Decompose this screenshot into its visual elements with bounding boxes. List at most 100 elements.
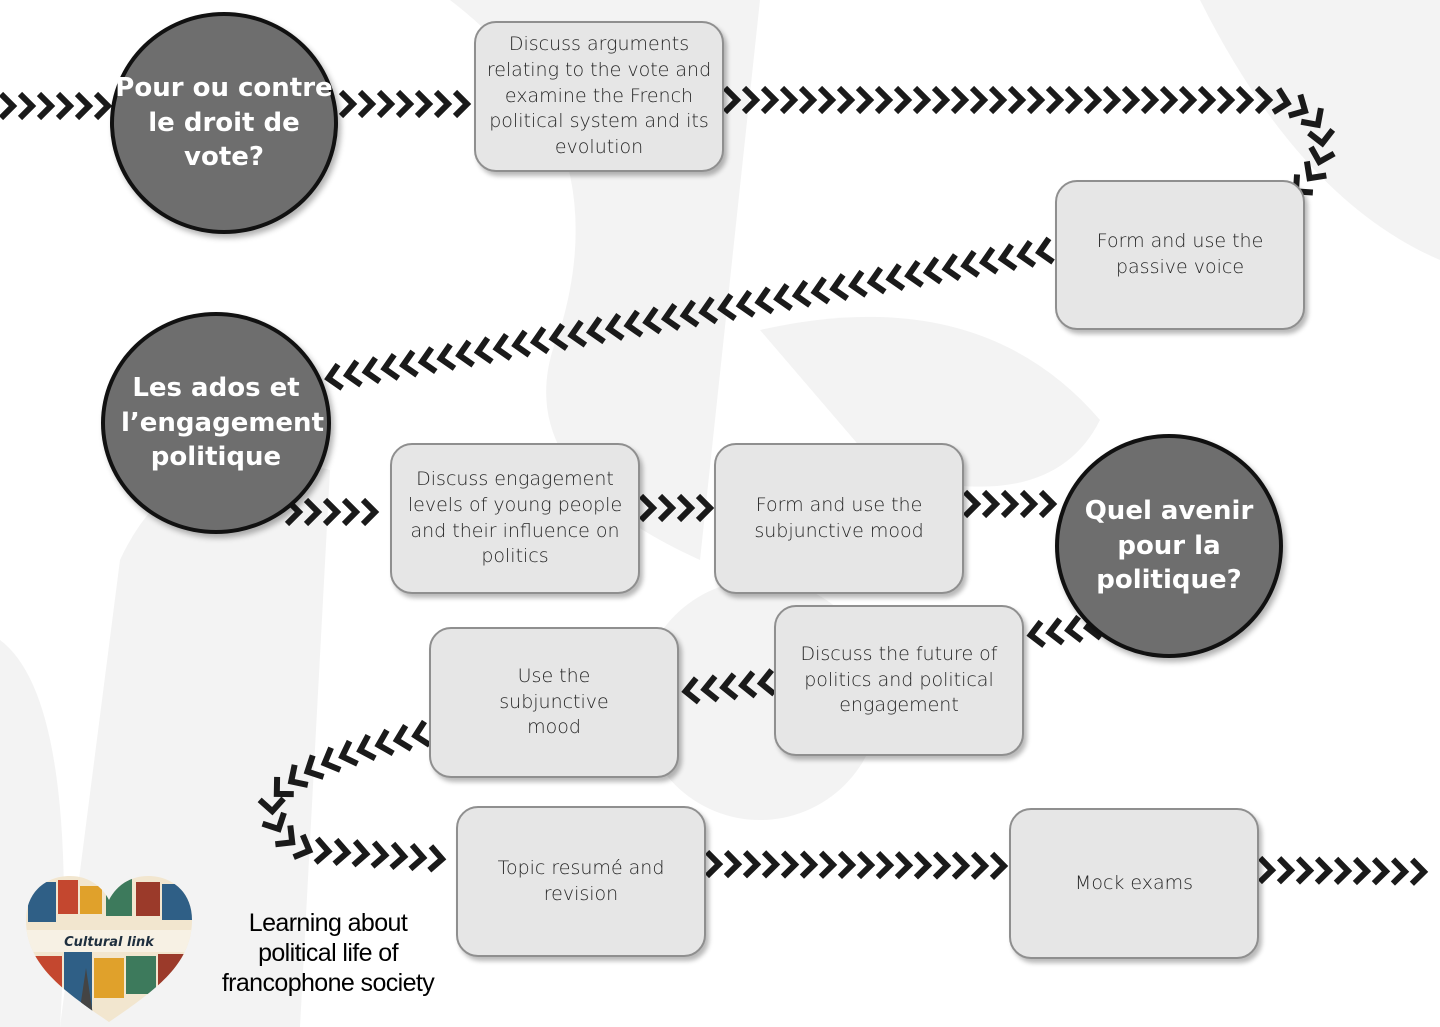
chevron-arrow-icon — [1271, 87, 1292, 115]
chevron-arrow-icon — [357, 89, 377, 119]
chevron-arrow-icon — [313, 836, 333, 865]
chevron-arrow-icon — [1254, 85, 1274, 115]
chevron-arrow-icon — [756, 668, 777, 697]
chevron-arrow-icon — [455, 339, 475, 368]
theme-circle-vote: Pour ou contre le droit de vote? — [110, 12, 338, 234]
chevron-arrow-icon — [436, 342, 457, 371]
chevron-arrow-icon — [913, 851, 933, 880]
chevron-arrow-icon — [1235, 85, 1255, 115]
chevron-arrow-icon — [962, 489, 982, 519]
step-box-revision: Topic resumé and revision — [456, 806, 706, 957]
chevron-arrow-icon — [529, 326, 550, 355]
chevron-arrow-icon — [932, 851, 952, 880]
chevron-arrow-icon — [799, 850, 819, 879]
chevron-arrow-icon — [1371, 857, 1391, 886]
chevron-arrow-icon — [93, 91, 113, 121]
chevron-arrow-icon — [1064, 85, 1084, 115]
chevron-arrow-icon — [341, 497, 361, 527]
step-text: Form and use the subjunctive mood — [754, 493, 924, 542]
theme-vote-label: Pour ou contre le droit de vote? — [115, 73, 333, 173]
chevron-arrow-icon — [417, 346, 438, 375]
step-box-mock-exams: Mock exams — [1009, 808, 1259, 959]
chevron-arrow-icon — [292, 833, 314, 860]
step-text: Use the subjunctive mood — [499, 664, 609, 739]
chevron-arrow-icon — [1016, 239, 1037, 268]
chevron-arrow-icon — [1178, 85, 1198, 115]
theme-circle-ados: Les ados et l’engagement politique — [101, 312, 331, 534]
chevron-arrow-icon — [978, 246, 999, 275]
chevron-arrow-icon — [893, 85, 913, 115]
chevron-arrow-icon — [433, 89, 453, 119]
chevron-arrow-icon — [1307, 128, 1336, 148]
chevron-arrow-icon — [320, 746, 342, 773]
chevron-arrow-icon — [773, 283, 793, 311]
step-box-subjunctive-form: Form and use the subjunctive mood — [714, 443, 964, 594]
chevron-arrow-icon — [1197, 85, 1217, 115]
chevron-arrow-icon — [55, 91, 75, 121]
chevron-arrow-icon — [931, 85, 951, 115]
chevron-arrow-icon — [1303, 160, 1327, 182]
chevron-arrow-icon — [874, 85, 894, 115]
chevron-arrow-icon — [695, 493, 715, 523]
chevron-arrow-icon — [723, 850, 743, 879]
chevron-arrow-icon — [1333, 856, 1353, 885]
step-text: Mock exams — [1074, 871, 1194, 894]
chevron-arrow-icon — [275, 825, 296, 848]
chevron-arrow-icon — [1308, 145, 1336, 167]
chevron-arrow-icon — [735, 289, 756, 318]
chevron-arrow-icon — [638, 493, 658, 523]
chevron-arrow-icon — [1314, 856, 1334, 885]
chevron-arrow-icon — [676, 493, 696, 523]
chevron-arrow-icon — [836, 85, 856, 115]
chevron-arrow-icon — [866, 266, 887, 295]
chevron-arrow-icon — [414, 89, 434, 119]
chevron-arrow-icon — [1352, 856, 1372, 886]
chevron-arrow-icon — [988, 85, 1008, 115]
step-box-future-politics: Discuss the future of politics and polit… — [774, 605, 1024, 756]
chevron-arrow-icon — [492, 332, 513, 361]
chevron-arrow-icon — [1121, 85, 1141, 115]
chevron-arrow-icon — [642, 306, 663, 335]
chevron-arrow-icon — [74, 91, 94, 121]
chevron-arrow-icon — [376, 89, 396, 119]
chevron-arrow-icon — [1026, 619, 1046, 648]
chevron-arrow-icon — [1257, 855, 1277, 885]
chevron-arrow-icon — [704, 849, 724, 879]
chevron-arrow-icon — [273, 776, 294, 798]
chevron-arrow-icon — [1045, 85, 1065, 115]
chevron-arrow-icon — [941, 253, 962, 282]
chevron-arrow-icon — [698, 296, 719, 325]
chevron-arrow-icon — [1064, 614, 1084, 643]
chevron-arrow-icon — [389, 841, 409, 870]
chevron-arrow-icon — [1045, 617, 1065, 646]
chevron-arrow-icon — [829, 273, 850, 301]
chevron-arrow-icon — [717, 293, 737, 321]
chevron-arrow-icon — [1216, 85, 1236, 115]
chevron-arrow-icon — [380, 352, 401, 381]
chevron-arrow-icon — [855, 85, 875, 115]
chevron-arrow-icon — [760, 85, 780, 115]
chevron-arrow-icon — [473, 336, 494, 365]
chevron-arrow-icon — [361, 356, 382, 385]
chevron-arrow-icon — [0, 91, 18, 121]
chevron-arrow-icon — [981, 489, 1001, 519]
chevron-arrow-icon — [810, 276, 831, 305]
cultural-link-logo: Cultural link — [26, 876, 192, 1022]
chevron-arrow-icon — [660, 303, 681, 331]
chevron-arrow-icon — [411, 719, 432, 748]
chevron-arrow-icon — [370, 840, 390, 869]
chevron-arrow-icon — [360, 497, 380, 527]
chevron-arrow-icon — [779, 85, 799, 115]
chevron-arrow-icon — [885, 263, 906, 292]
chevron-arrow-icon — [780, 850, 800, 879]
chevron-arrow-icon — [1083, 85, 1103, 115]
chevron-arrow-icon — [657, 493, 677, 523]
chevron-arrow-icon — [351, 839, 371, 868]
chevron-arrow-icon — [989, 851, 1009, 880]
chevron-arrow-icon — [1035, 236, 1055, 265]
chevron-arrow-icon — [548, 323, 569, 351]
theme-circle-avenir: Quel avenir pour la politique? — [1055, 434, 1283, 658]
chevron-arrow-icon — [427, 844, 447, 873]
chevron-arrow-icon — [1000, 489, 1020, 519]
